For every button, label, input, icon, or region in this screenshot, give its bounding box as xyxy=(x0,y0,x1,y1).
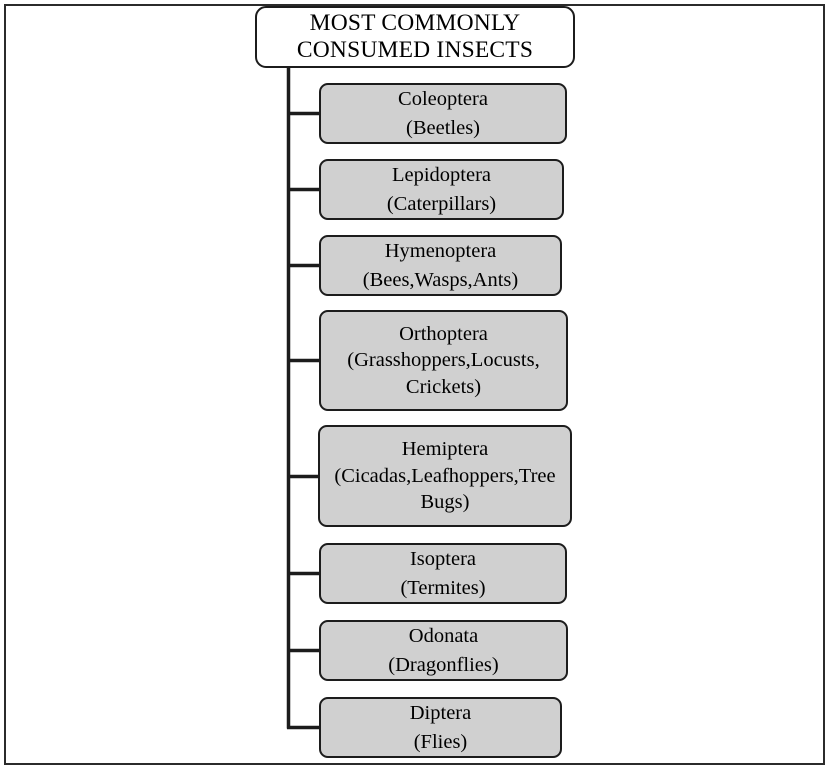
node-hemiptera-order: Hemiptera xyxy=(401,438,489,461)
node-orthoptera-common-line-1: (Grasshoppers,Locusts, xyxy=(347,349,540,372)
node-diptera-common: (Flies) xyxy=(413,730,468,753)
node-orthoptera-order: Orthoptera xyxy=(399,322,488,345)
node-isoptera-order: Isoptera xyxy=(409,548,477,570)
node-diptera[interactable]: Diptera (Flies) xyxy=(319,697,562,758)
node-hymenoptera-common: (Bees,Wasps,Ants) xyxy=(362,268,519,291)
node-hymenoptera[interactable]: Hymenoptera (Bees,Wasps,Ants) xyxy=(319,235,562,296)
node-lepidoptera-order: Lepidoptera xyxy=(391,164,492,186)
node-odonata-order: Odonata xyxy=(408,625,479,647)
node-odonata-common: (Dragonflies) xyxy=(388,653,499,676)
node-isoptera[interactable]: Isoptera (Termites) xyxy=(319,543,567,604)
node-coleoptera[interactable]: Coleoptera (Beetles) xyxy=(319,83,567,144)
node-isoptera-common: (Termites) xyxy=(400,576,486,599)
node-hemiptera-common-line-2: Bugs) xyxy=(420,491,470,514)
root-node-most-commonly-consumed-insects[interactable]: MOST COMMONLY CONSUMED INSECTS xyxy=(255,6,575,68)
node-coleoptera-common: (Beetles) xyxy=(406,116,480,139)
node-orthoptera[interactable]: Orthoptera (Grasshoppers,Locusts, Cricke… xyxy=(319,310,568,411)
node-odonata[interactable]: Odonata (Dragonflies) xyxy=(319,620,568,681)
node-lepidoptera-common: (Caterpillars) xyxy=(386,192,497,215)
node-diptera-order: Diptera xyxy=(409,702,472,724)
node-orthoptera-common-line-2: Crickets) xyxy=(405,375,482,398)
node-lepidoptera[interactable]: Lepidoptera (Caterpillars) xyxy=(319,159,564,220)
node-hemiptera[interactable]: Hemiptera (Cicadas,Leafhoppers,Tree Bugs… xyxy=(318,425,572,527)
node-hemiptera-common-line-1: (Cicadas,Leafhoppers,Tree xyxy=(334,464,556,487)
root-title-line-2: CONSUMED INSECTS xyxy=(296,37,534,63)
root-title-line-1: MOST COMMONLY xyxy=(309,9,521,36)
node-coleoptera-order: Coleoptera xyxy=(398,88,488,110)
node-hymenoptera-order: Hymenoptera xyxy=(384,240,497,262)
